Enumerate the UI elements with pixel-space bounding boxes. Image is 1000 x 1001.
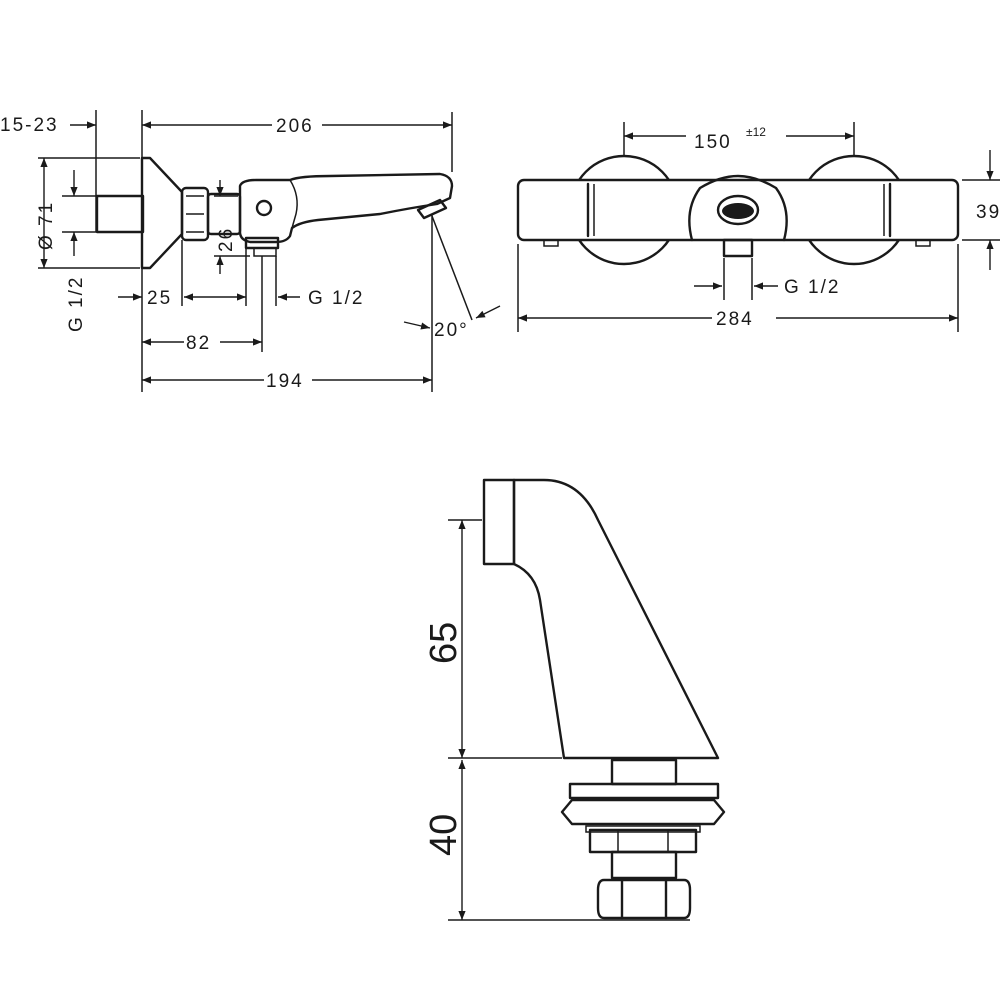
ext-line — [431, 215, 473, 321]
bottom-outlet — [244, 236, 280, 257]
mixer-body — [238, 172, 454, 244]
side-view: 15-23 206 Ø 71 G 1/2 26 25 G 1/2 82 194 — [0, 110, 501, 392]
dim-diameter: Ø 71 — [36, 201, 57, 250]
dim-front-outlet-thread: G 1/2 — [784, 277, 840, 298]
knob-screw — [255, 199, 273, 217]
dim-40: 40 — [423, 814, 465, 856]
nut-flange — [588, 828, 698, 854]
inlet-thread — [95, 194, 145, 234]
hex-nut — [596, 878, 692, 920]
dim-centers: 150 — [694, 132, 732, 153]
dim-outlet-thread: G 1/2 — [308, 288, 364, 309]
dim-25: 25 — [147, 288, 172, 309]
detail-view: 65 40 — [423, 478, 726, 921]
wall-flange — [140, 156, 184, 270]
outlet-thread — [722, 238, 754, 258]
front-view: 150 ±12 39 G 1/2 284 — [516, 122, 1000, 332]
dim-line — [475, 305, 501, 319]
washer — [568, 782, 720, 800]
dim-82: 82 — [186, 333, 211, 354]
dim-height: 39 — [976, 202, 1000, 223]
lock-plate — [560, 798, 726, 826]
center-button — [722, 203, 754, 219]
dim-total-length: 206 — [276, 116, 314, 137]
dim-65: 65 — [423, 622, 465, 664]
dim-wall-offset: 15-23 — [0, 115, 59, 136]
foot-left — [543, 239, 559, 247]
dim-angle: 20° — [434, 320, 469, 341]
dim-line — [403, 321, 431, 330]
shank-thread-upper — [610, 758, 678, 786]
foot-right — [915, 239, 931, 247]
spout-body — [512, 478, 720, 760]
dim-outlet-height: 26 — [216, 227, 237, 252]
dim-centers-tolerance: ±12 — [746, 125, 766, 139]
plate-gap — [585, 825, 701, 833]
center-control — [688, 174, 788, 242]
dim-width: 284 — [716, 309, 754, 330]
lever-line — [289, 179, 298, 229]
dim-194: 194 — [266, 371, 304, 392]
shank-thread-lower — [610, 850, 678, 880]
aerator — [416, 198, 448, 220]
dim-inlet-thread: G 1/2 — [66, 276, 87, 332]
top-thread — [482, 478, 516, 566]
center-button-ring — [716, 194, 760, 226]
